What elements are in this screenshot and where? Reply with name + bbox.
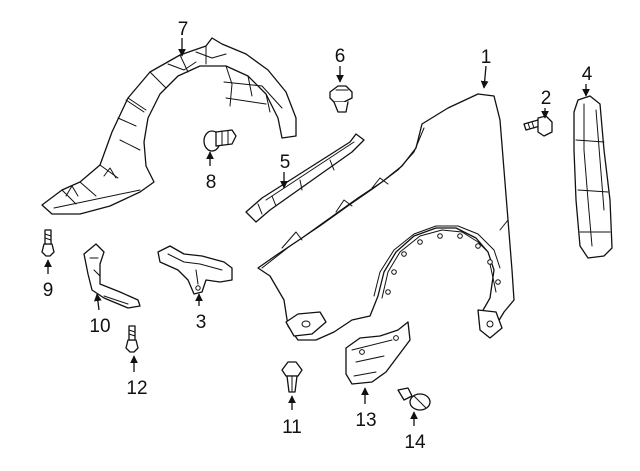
callout-2: 2 [541, 88, 552, 109]
callout-11: 11 [282, 417, 302, 438]
callout-10: 10 [89, 316, 110, 337]
push-clip-part-11 [281, 361, 303, 393]
callout-6: 6 [335, 46, 346, 67]
leader-arrows [44, 38, 590, 426]
callout-13: 13 [355, 410, 376, 431]
clip-part-14 [397, 387, 431, 411]
callout-8: 8 [206, 172, 217, 193]
callout-3: 3 [196, 312, 207, 333]
bolt-part-12 [125, 325, 139, 353]
splash-shield-part-13 [345, 321, 411, 385]
callout-5: 5 [280, 152, 291, 173]
callout-9: 9 [43, 280, 54, 301]
fender-seal-part-4 [573, 95, 613, 259]
callout-12: 12 [126, 378, 147, 399]
bolt-part-2 [523, 115, 553, 137]
callout-7: 7 [178, 19, 189, 40]
fender-liner-part [41, 37, 297, 215]
push-clip-part-8 [203, 129, 237, 152]
callout-14: 14 [404, 432, 426, 453]
callout-1: 1 [481, 47, 492, 68]
callout-4: 4 [582, 64, 593, 85]
fender-bracket-part-5 [245, 133, 365, 223]
bolt-part-9 [41, 229, 55, 257]
front-fender-part [257, 93, 515, 341]
bracket-part-3 [157, 245, 233, 295]
bracket-part-10 [83, 243, 141, 309]
callout-labels: 1 2 3 4 5 6 7 8 9 10 11 12 13 14 [43, 19, 593, 453]
grommet-part-6 [329, 85, 353, 113]
